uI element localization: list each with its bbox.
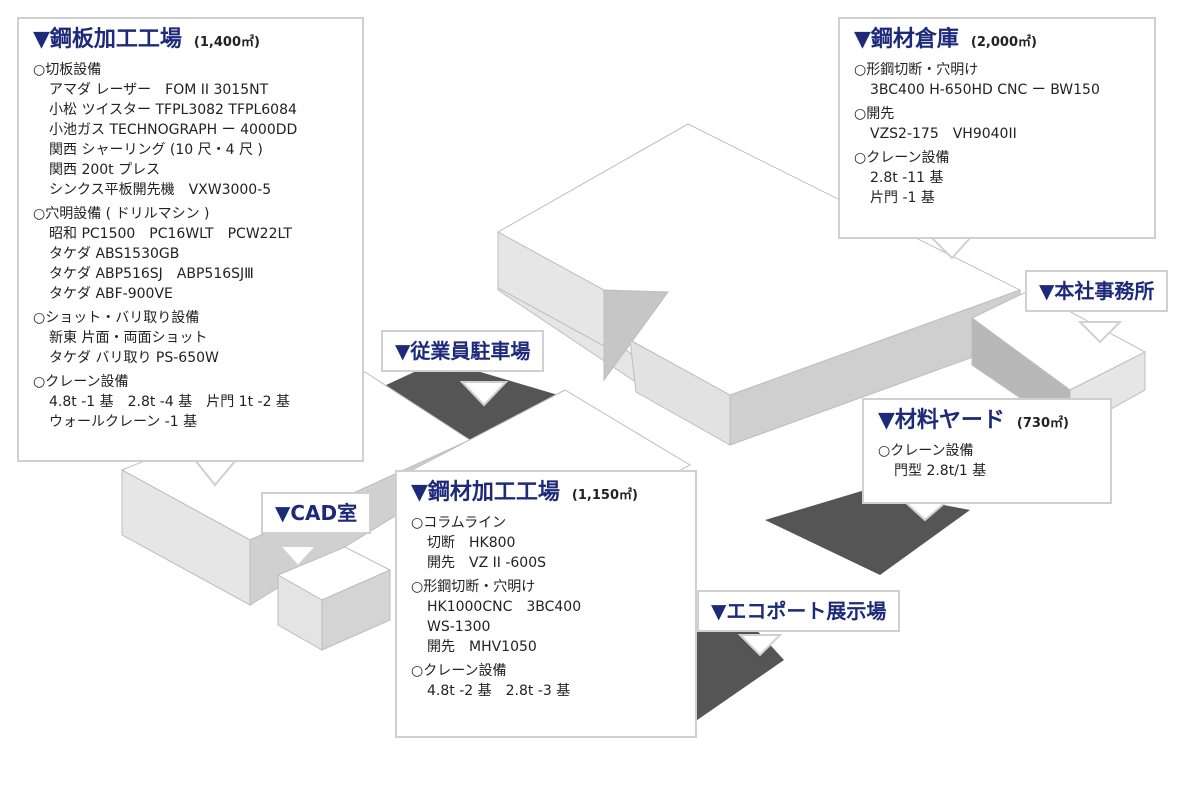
equipment-line: タケダ ABP516SJ ABP516SJⅢ <box>49 266 254 282</box>
equipment-group: ○クレーン設備門型 2.8t/1 基 <box>878 441 1098 481</box>
equipment-line: 関西 200t プレス <box>49 162 161 178</box>
steel-warehouse-area: (2,000㎡) <box>970 35 1037 50</box>
equipment-group-heading: ○開先 <box>854 106 895 122</box>
plate-factory-callout: ▼鋼板加工工場 (1,400㎡) ○切板設備アマダ レーザー FOM II 301… <box>17 17 364 462</box>
steel-processing-area: (1,150㎡) <box>571 488 638 503</box>
steel-warehouse-title: ▼鋼材倉庫 <box>854 27 959 52</box>
equipment-group: ○クレーン設備 4.8t -2 基 2.8t -3 基 <box>411 661 683 701</box>
equipment-line: 4.8t -2 基 2.8t -3 基 <box>427 683 571 699</box>
equipment-line: タケダ バリ取り PS-650W <box>49 350 219 366</box>
equipment-line: 昭和 PC1500 PC16WLT PCW22LT <box>49 226 292 242</box>
equipment-group-heading: ○クレーン設備 <box>411 663 507 679</box>
equipment-group-heading: ○形鋼切断・穴明け <box>411 579 536 595</box>
steel-processing-callout: ▼鋼材加工工場 (1,150㎡) ○コラムライン切断 HK800 開先 VZ II … <box>395 470 697 738</box>
equipment-line: 切断 HK800 <box>427 535 516 551</box>
material-yard-callout: ▼材料ヤード (730㎡) ○クレーン設備門型 2.8t/1 基 <box>862 398 1112 504</box>
steel-processing-equipment: ○コラムライン切断 HK800 開先 VZ II -600S ○形鋼切断・穴明け HK… <box>411 513 683 701</box>
equipment-group-heading: ○切板設備 <box>33 62 102 78</box>
equipment-line: タケダ ABS1530GB <box>49 246 180 262</box>
equipment-line: 小松 ツイスター TFPL3082 TFPL6084 <box>49 102 297 118</box>
equipment-group: ○コラムライン切断 HK800 開先 VZ II -600S <box>411 513 683 573</box>
equipment-line: シンクス平板開先機 VXW3000-5 <box>49 182 272 198</box>
steel-warehouse-building <box>497 123 1022 446</box>
equipment-line: 小池ガス TECHNOGRAPH ー 4000DD <box>49 122 298 138</box>
equipment-line: 関西 シャーリング (10 尺・4 尺 ) <box>49 142 263 158</box>
equipment-line: 開先 VZ II -600S <box>427 555 546 571</box>
equipment-line: タケダ ABF-900VE <box>49 286 173 302</box>
equipment-group: ○クレーン設備 2.8t -11 基片門 -1 基 <box>854 148 1142 208</box>
equipment-line: 4.8t -1 基 2.8t -4 基 片門 1t -2 基 <box>49 394 290 410</box>
office-label-pointer <box>1077 321 1123 344</box>
equipment-group: ○切板設備アマダ レーザー FOM II 3015NT 小松 ツイスター TFPL… <box>33 60 350 200</box>
equipment-group-heading: ○クレーン設備 <box>854 150 950 166</box>
material-yard-title: ▼材料ヤード <box>878 408 1005 433</box>
equipment-group-heading: ○ショット・バリ取り設備 <box>33 310 200 326</box>
head-office-label: ▼本社事務所 <box>1025 270 1169 312</box>
equipment-group-heading: ○コラムライン <box>411 515 507 531</box>
equipment-line: 門型 2.8t/1 基 <box>894 463 987 479</box>
equipment-line: 3BC400 H-650HD CNC ー BW150 <box>870 82 1100 98</box>
plate-factory-title: ▼鋼板加工工場 <box>33 27 182 52</box>
equipment-line: ウォールクレーン -1 基 <box>49 414 198 430</box>
equipment-group: ○穴明設備 ( ドリルマシン ) 昭和 PC1500 PC16WLT PCW22L… <box>33 204 350 304</box>
equipment-group-heading: ○形鋼切断・穴明け <box>854 62 979 78</box>
plate-factory-equipment: ○切板設備アマダ レーザー FOM II 3015NT 小松 ツイスター TFPL… <box>33 60 350 432</box>
plate-factory-area: (1,400㎡) <box>193 35 260 50</box>
equipment-group: ○ショット・バリ取り設備新東 片面・両面ショットタケダ バリ取り PS-650W <box>33 308 350 368</box>
equipment-line: HK1000CNC 3BC400 <box>427 599 582 615</box>
equipment-group: ○開先 VZS2-175 VH9040II <box>854 104 1142 144</box>
material-yard-area: (730㎡) <box>1016 416 1069 431</box>
equipment-line: 新東 片面・両面ショット <box>49 330 208 346</box>
cad-room-building <box>276 546 392 651</box>
equipment-group-heading: ○クレーン設備 <box>33 374 129 390</box>
ecoport-showroom-label: ▼エコポート展示場 <box>697 590 901 632</box>
steel-warehouse-callout: ▼鋼材倉庫 (2,000㎡) ○形鋼切断・穴明け 3BC400 H-650HD CN… <box>838 17 1156 239</box>
steel-processing-title: ▼鋼材加工工場 <box>411 480 560 505</box>
equipment-line: 片門 -1 基 <box>870 190 935 206</box>
equipment-group-heading: ○クレーン設備 <box>878 443 974 459</box>
equipment-group: ○形鋼切断・穴明け 3BC400 H-650HD CNC ー BW150 <box>854 60 1142 100</box>
material-yard-equipment: ○クレーン設備門型 2.8t/1 基 <box>878 441 1098 481</box>
cad-label-pointer <box>277 545 319 568</box>
equipment-group: ○クレーン設備 4.8t -1 基 2.8t -4 基 片門 1t -2 基ウォー… <box>33 372 350 432</box>
steel-warehouse-equipment: ○形鋼切断・穴明け 3BC400 H-650HD CNC ー BW150 ○開先 VZ… <box>854 60 1142 208</box>
equipment-line: アマダ レーザー FOM II 3015NT <box>49 82 269 98</box>
equipment-line: 開先 MHV1050 <box>427 639 537 655</box>
equipment-group-heading: ○穴明設備 ( ドリルマシン ) <box>33 206 210 222</box>
equipment-line: VZS2-175 VH9040II <box>870 126 1017 142</box>
equipment-line: 2.8t -11 基 <box>870 170 944 186</box>
parking-label-pointer <box>459 381 509 407</box>
employee-parking-label: ▼従業員駐車場 <box>381 330 545 372</box>
equipment-line: WS-1300 <box>427 619 491 635</box>
cad-room-label: ▼CAD室 <box>261 492 372 534</box>
ecoport-label-pointer <box>737 634 783 657</box>
